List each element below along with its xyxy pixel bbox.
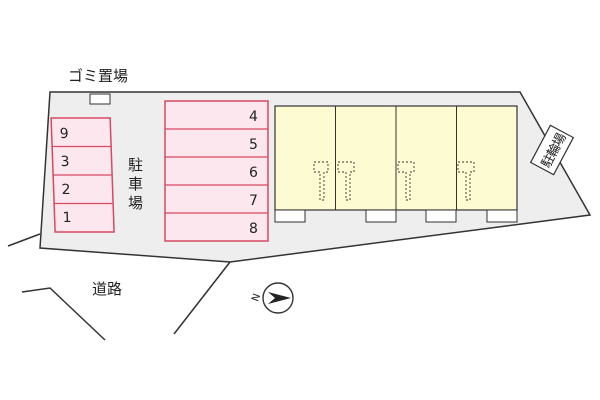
parking-label-char: 駐 bbox=[128, 156, 143, 174]
garbage-area-box bbox=[89, 93, 111, 105]
compass-needle bbox=[268, 292, 291, 304]
bicycle-parking: 駐 輪 場 bbox=[529, 124, 575, 176]
stair-outline bbox=[313, 161, 329, 201]
right-parking-frame bbox=[164, 100, 269, 242]
road-line bbox=[7, 233, 41, 247]
north-arrow-icon: N bbox=[250, 282, 294, 314]
road-line bbox=[21, 287, 106, 341]
right-parking-group: 4 5 6 7 8 bbox=[164, 100, 269, 242]
stair-outline bbox=[337, 161, 355, 201]
entry-porch bbox=[425, 209, 457, 223]
parking-space-number: 4 bbox=[249, 109, 258, 125]
entry-porch bbox=[486, 209, 518, 223]
stair-outline bbox=[397, 161, 415, 201]
stair-outline bbox=[457, 161, 475, 201]
entry-porch bbox=[365, 209, 397, 223]
parking-space-number: 2 bbox=[61, 182, 70, 198]
garbage-area-label: ゴミ置場 bbox=[68, 67, 128, 85]
parking-label-char: 場 bbox=[128, 194, 143, 212]
bicycle-parking-label-char: 駐 bbox=[539, 152, 558, 171]
parking-space-number: 8 bbox=[249, 221, 258, 237]
bicycle-parking-label-char: 場 bbox=[550, 131, 569, 150]
building bbox=[274, 105, 518, 223]
road-line bbox=[173, 261, 231, 335]
parking-space-number: 7 bbox=[249, 193, 258, 209]
left-parking-group: 9 3 2 1 bbox=[50, 117, 115, 233]
parking-space-number: 9 bbox=[59, 126, 68, 142]
parking-space-number: 6 bbox=[249, 165, 258, 181]
compass-north-letter: N bbox=[250, 292, 263, 303]
parking-space-number: 5 bbox=[249, 137, 258, 153]
bicycle-parking-box bbox=[529, 124, 575, 176]
parking-label-char: 車 bbox=[128, 175, 143, 193]
parking-space-number: 1 bbox=[62, 210, 71, 226]
parking-space-number: 3 bbox=[60, 154, 69, 170]
entry-porch bbox=[274, 209, 306, 223]
road-label: 道路 bbox=[92, 280, 122, 298]
